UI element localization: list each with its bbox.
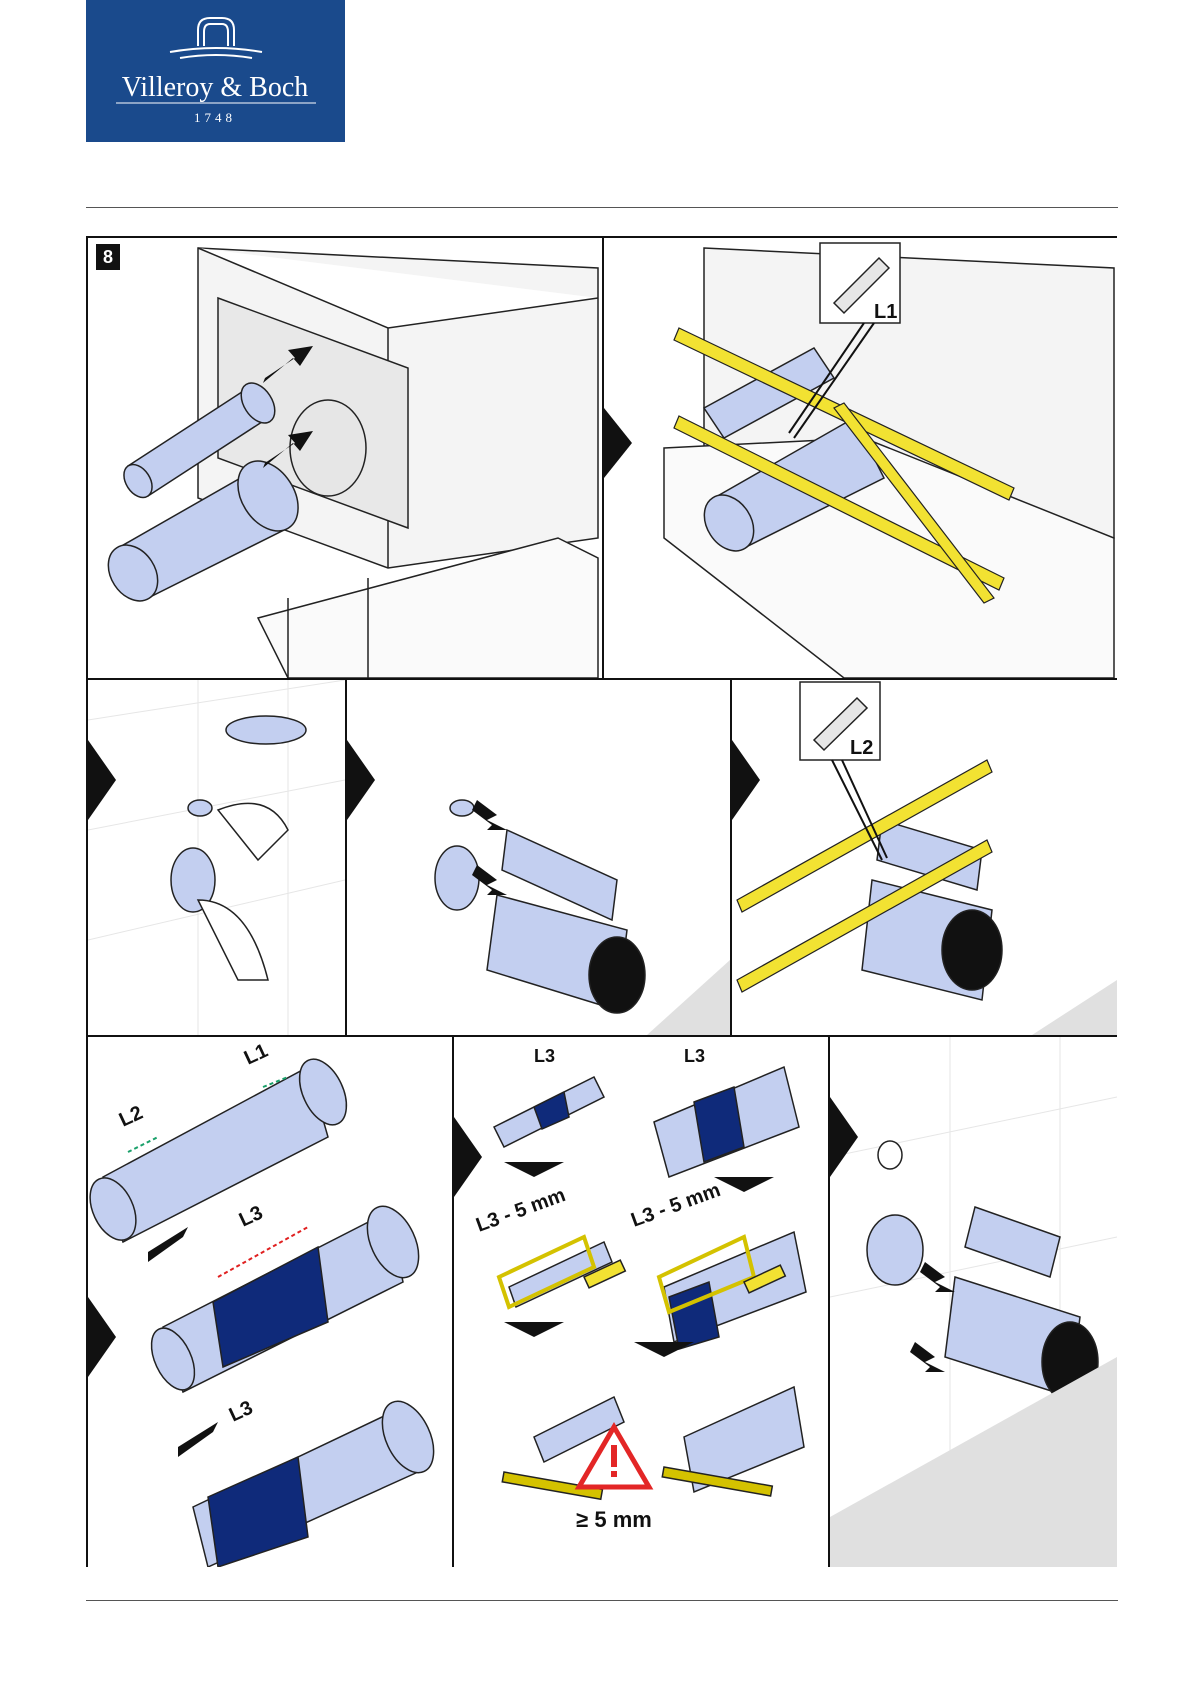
instruction-frame: 8	[86, 236, 1117, 1567]
label-l2: L2	[850, 737, 873, 759]
brand-logo: Villeroy & Boch 1748	[86, 0, 345, 142]
label-l3-large: L3	[684, 1046, 705, 1066]
step-badge: 8	[96, 244, 120, 270]
label-l3-minus-small: L3 - 5 mm	[473, 1184, 568, 1237]
brand-name: Villeroy & Boch	[122, 72, 309, 103]
label-l3-minus-large: L3 - 5 mm	[628, 1179, 723, 1232]
panel-final-assembly	[830, 1037, 1117, 1567]
label-l3: L3	[236, 1202, 266, 1232]
label-l2: L2	[116, 1102, 146, 1132]
header-rule	[86, 207, 1118, 208]
panel-mark-pipe: L2 L1 L3 L3	[88, 1037, 452, 1567]
brand-year: 1748	[194, 110, 236, 125]
panel-cut-pipes: L3 L3 L3 - 5 mm L3 - 5 mm ≥ 5 mm	[454, 1037, 828, 1567]
panel-remove-caps	[88, 680, 345, 1035]
panel-insert-fittings: 8	[88, 238, 602, 678]
label-l3-small: L3	[534, 1046, 555, 1066]
panel-measure-l2: L2	[732, 680, 1117, 1035]
label-l3-final: L3	[226, 1397, 256, 1427]
label-l1: L1	[874, 301, 897, 323]
label-l1: L1	[241, 1040, 271, 1070]
footer-rule	[86, 1600, 1118, 1601]
min-length-label: ≥ 5 mm	[576, 1507, 652, 1532]
panel-fit-pipes	[347, 680, 730, 1035]
panel-measure-l1: L1	[604, 238, 1117, 678]
